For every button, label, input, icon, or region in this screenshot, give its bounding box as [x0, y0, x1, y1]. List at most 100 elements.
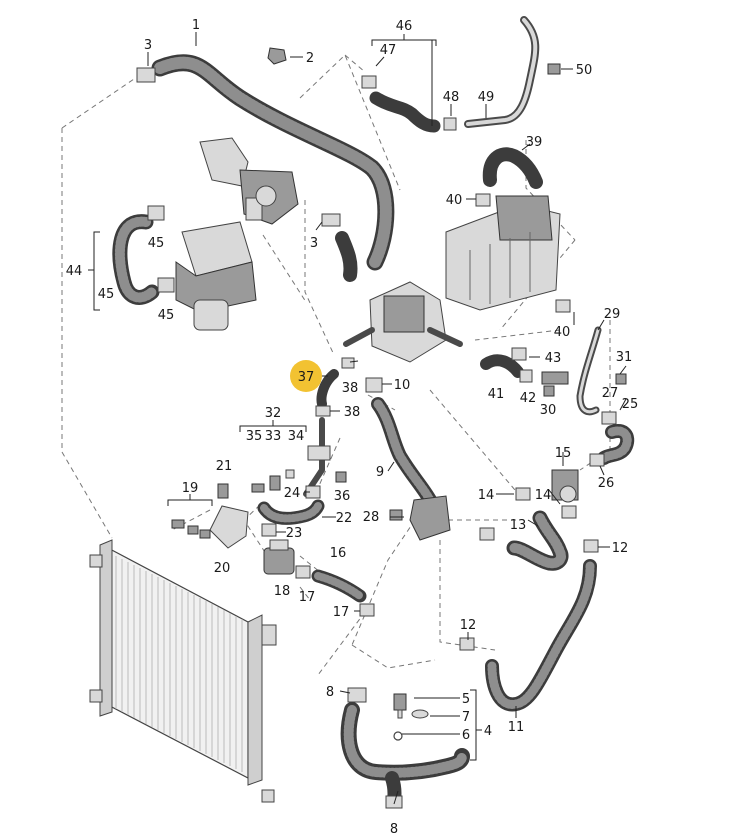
bolt-50 [547, 63, 561, 75]
bolt-21 [217, 483, 229, 499]
callout-8-top: 8 [326, 685, 334, 700]
pipe-49 [464, 16, 540, 128]
callout-17-lower: 17 [333, 605, 350, 620]
callout-47: 47 [380, 43, 397, 58]
hose-16 [311, 569, 367, 603]
callout-labels: 1 2 3 3 4 5 6 7 8 8 9 10 11 12 12 13 14 … [66, 18, 639, 837]
clamp-12-bottom [459, 637, 475, 651]
callout-12-lower: 12 [460, 618, 477, 633]
clamp-45b [157, 277, 175, 293]
callout-48: 48 [443, 90, 460, 105]
hose-37 [316, 369, 339, 409]
callout-3-centre: 3 [310, 236, 318, 251]
highlight-badge [290, 360, 322, 392]
callout-39: 39 [526, 135, 543, 150]
hose-22 [257, 499, 325, 525]
hose-45 [112, 214, 160, 305]
callout-11: 11 [508, 720, 525, 735]
callout-18: 18 [274, 584, 291, 599]
radiator [89, 539, 277, 803]
o-ring-6 [393, 731, 403, 741]
callout-13: 13 [510, 518, 527, 533]
callout-8-bottom: 8 [390, 822, 398, 837]
hose-25 [597, 424, 635, 465]
clamp-17-lower [359, 603, 375, 617]
callout-25: 25 [622, 397, 639, 412]
callout-14-left: 14 [478, 488, 495, 503]
pipe-9 [371, 397, 437, 507]
clamp-14-right [561, 505, 577, 519]
callout-6: 6 [462, 728, 470, 743]
bolt-35 [251, 483, 265, 493]
callout-30: 30 [540, 403, 557, 418]
clamp-40-top [475, 193, 491, 207]
clamp-12-top [583, 539, 599, 553]
bracket-20 [209, 505, 249, 549]
callout-22: 22 [336, 511, 353, 526]
hose-lower [340, 702, 470, 807]
callout-27: 27 [602, 386, 619, 401]
callout-38-bottom: 38 [344, 405, 361, 420]
junction-9 [409, 495, 451, 541]
callout-10: 10 [394, 378, 411, 393]
callout-2: 2 [306, 51, 314, 66]
clamp-43 [511, 347, 527, 361]
leader-lines [147, 32, 627, 805]
clip-2 [267, 47, 287, 65]
callout-16: 16 [330, 546, 347, 561]
seal-34 [285, 469, 295, 479]
clamp-26 [589, 453, 605, 467]
callout-42: 42 [520, 391, 537, 406]
hose-11 [485, 559, 597, 712]
bolt-19c [199, 529, 211, 539]
callout-33: 33 [265, 429, 282, 444]
bolt-28 [389, 509, 403, 521]
coolant-flange-assembly [343, 281, 463, 363]
callout-21: 21 [216, 459, 233, 474]
callout-34: 34 [288, 429, 305, 444]
connector-42 [519, 369, 569, 385]
callout-12-right: 12 [612, 541, 629, 556]
hose-3-short [335, 231, 358, 282]
hose-39 [482, 147, 543, 189]
callout-4: 4 [484, 724, 492, 739]
callout-20: 20 [214, 561, 231, 576]
callout-17-pump: 17 [299, 590, 316, 605]
callout-44: 44 [66, 264, 83, 279]
callout-37: 37 [298, 370, 315, 385]
bolt-31 [615, 373, 627, 385]
callout-36: 36 [334, 489, 351, 504]
callout-1: 1 [192, 18, 200, 33]
callout-35: 35 [246, 429, 263, 444]
clamp-3-centre [321, 213, 341, 227]
clamp-10 [365, 377, 383, 393]
bolt-19b [187, 525, 199, 535]
clamp-47 [361, 75, 377, 89]
callout-45-bottom: 45 [158, 308, 175, 323]
callout-45-bracket: 45 [98, 287, 115, 302]
callout-50: 50 [576, 63, 593, 78]
pump-15 [551, 469, 579, 503]
callout-9: 9 [376, 465, 384, 480]
callout-40-top: 40 [446, 193, 463, 208]
callout-32: 32 [265, 406, 282, 421]
clamp-40-right [555, 299, 571, 313]
callout-29: 29 [604, 307, 621, 322]
callout-26: 26 [598, 476, 615, 491]
hose-46 [369, 91, 441, 133]
coolant-temp-sensor-5 [393, 693, 407, 719]
egr-cooler [445, 195, 561, 311]
bolt-30 [543, 385, 555, 397]
callout-31: 31 [616, 350, 633, 365]
callout-45-top: 45 [148, 236, 165, 251]
clamp-8-top [347, 687, 367, 703]
callout-49: 49 [478, 90, 495, 105]
pump-18 [263, 539, 295, 575]
pipe-bracket-32 [303, 417, 331, 497]
callout-15: 15 [555, 446, 572, 461]
callout-46: 46 [396, 19, 413, 34]
callout-43: 43 [545, 351, 562, 366]
callout-5: 5 [462, 692, 470, 707]
thermostat-housing [199, 137, 299, 225]
clamp-3-top [136, 67, 156, 83]
